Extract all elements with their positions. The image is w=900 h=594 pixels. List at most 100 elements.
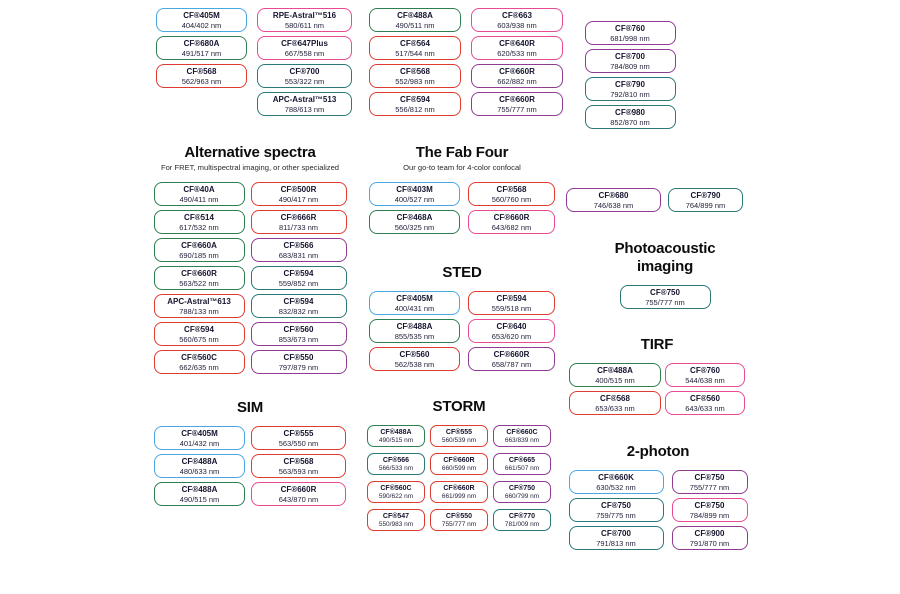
dye-ex-em: 755/777 nm	[689, 483, 730, 492]
dye-name: CF®488A	[380, 429, 412, 436]
dye-name: CF®550	[283, 353, 314, 362]
dye-name: CF®566	[283, 241, 314, 250]
dye-name: CF®700	[601, 529, 631, 538]
dye-name: CF®750	[508, 485, 536, 492]
section-title: Photoacoustic imaging	[614, 240, 716, 275]
dye-name: CF®750	[650, 288, 680, 297]
dye-ex-em: 517/544 nm	[395, 49, 435, 58]
dye-name: CF®564	[400, 39, 430, 48]
dye-ex-em: 755/777 nm	[497, 105, 537, 114]
dye-ex-em: 404/402 nm	[181, 21, 222, 30]
dye-name: CF®760	[615, 24, 645, 33]
section-title: 2-photon	[626, 443, 690, 460]
dye-name: CF®405M	[183, 11, 220, 20]
dye-name: CF®550	[445, 513, 473, 520]
dye-ex-em: 491/517 nm	[181, 49, 222, 58]
dye-ex-em: 755/777 nm	[441, 521, 477, 528]
dye-ex-em: 580/611 nm	[284, 21, 325, 30]
section-subtitle: For FRET, multispectral imaging, or othe…	[160, 163, 340, 172]
dye-ex-em: 559/852 nm	[278, 279, 319, 288]
dye-ex-em: 552/983 nm	[395, 77, 435, 86]
section-subtitle: Our go-to team for 4-color confocal	[403, 163, 521, 172]
dye-name: CF®665	[508, 457, 536, 464]
dye-ex-em: 566/533 nm	[378, 465, 414, 472]
dye-ex-em: 603/938 nm	[497, 21, 537, 30]
dye-ex-em: 791/870 nm	[689, 539, 730, 548]
dye-ex-em: 660/599 nm	[441, 465, 477, 472]
dye-ex-em: 662/882 nm	[497, 77, 537, 86]
section-title: The Fab Four	[415, 144, 509, 161]
dye-name: CF®568	[496, 185, 527, 194]
dye-ex-em: 791/813 nm	[596, 539, 636, 548]
dye-name: CF®770	[508, 513, 536, 520]
dye-name: CF®660R	[499, 95, 535, 104]
section-title: Alternative spectra	[184, 144, 316, 161]
dye-name: CF®403M	[396, 185, 433, 194]
dye-name: CF®488A	[181, 457, 218, 466]
dye-ex-em: 560/760 nm	[491, 195, 532, 204]
section-title: TIRF	[640, 336, 674, 353]
dye-ex-em: 490/417 nm	[278, 195, 319, 204]
dye-ex-em: 643/870 nm	[278, 495, 319, 504]
section-title: STORM	[432, 398, 486, 415]
dye-ex-em: 690/185 nm	[179, 251, 219, 260]
dye-ex-em: 784/899 nm	[689, 511, 730, 520]
dye-name: CF®660R	[493, 350, 530, 359]
dye-name: CF®555	[283, 429, 314, 438]
dye-name: CF®640R	[499, 39, 535, 48]
dye-ex-em: 832/832 nm	[278, 307, 319, 316]
dye-ex-em: 480/633 nm	[179, 467, 220, 476]
dye-ex-em: 658/787 nm	[491, 360, 532, 369]
dye-name: CF®900	[694, 529, 725, 538]
